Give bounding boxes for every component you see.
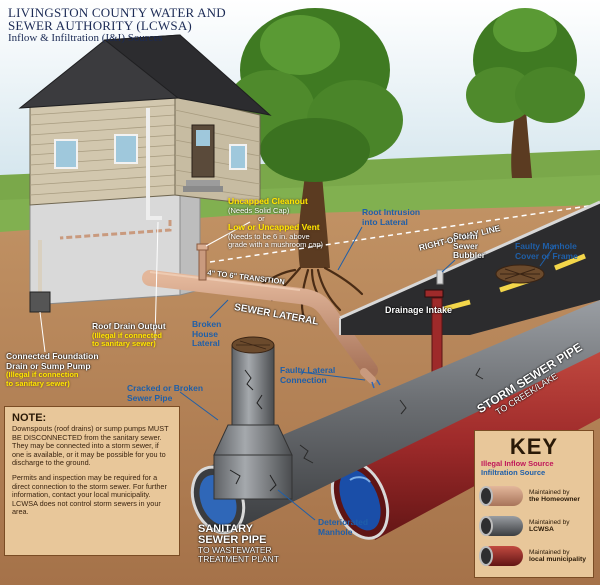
label-root-intrusion: Root Intrusion into Lateral	[362, 207, 421, 227]
key-row-owner: local municipality	[529, 556, 587, 563]
drainage-grate	[424, 289, 444, 298]
label-vent: Low or Uncapped Vent (Needs to be 6 in. …	[228, 222, 324, 249]
label-drainage-intake: Drainage Intake	[385, 305, 453, 315]
title-line-2: SEWER AUTHORITY (LCWSA)	[8, 18, 192, 33]
right-of-way-line	[209, 204, 596, 263]
cleanout-pipe	[198, 247, 207, 281]
label-broken-lateral: Broken House Lateral	[192, 319, 222, 348]
label-sanitary-sewer-pipe: SANITARY SEWER PIPE TO WASTEWATER TREATM…	[198, 523, 279, 564]
road	[340, 202, 600, 335]
label-deteriorated-manhole: Deteriorated Manhole	[318, 517, 369, 537]
note-heading: NOTE:	[12, 412, 47, 424]
key-swatch-homeowner	[479, 486, 523, 506]
title-block: LIVINGSTON COUNTY WATER AND SEWER AUTHOR…	[8, 6, 226, 44]
label-roof-drain: Roof Drain Output (Illegal if connected …	[92, 321, 166, 348]
manhole	[213, 336, 293, 500]
key-swatch-municipality	[479, 546, 523, 566]
key-title: KEY	[509, 434, 559, 459]
label-uncapped-cleanout: Uncapped Cleanout (Needs Solid Cap) or	[228, 196, 308, 223]
key-row-owner: LCWSA	[529, 526, 554, 533]
title-line-3: Inflow & Infiltration (I&I) Sources	[8, 32, 163, 44]
key-infiltration: Infiltration Source	[481, 468, 546, 477]
tree-left	[225, 8, 403, 268]
key-box: KEY Illegal Inflow Source Infiltration S…	[474, 430, 594, 578]
key-row-label: Maintained by	[529, 488, 570, 496]
note-paragraph-2: Permits and inspection may be required f…	[12, 472, 167, 517]
label-storm-bubbler: Storm Sewer Bubbler	[453, 231, 486, 260]
label-foundation-drain: Connected Foundation Drain or Sump Pump …	[6, 351, 99, 388]
key-illegal: Illegal Inflow Source	[481, 459, 554, 468]
title-line-1: LIVINGSTON COUNTY WATER AND	[8, 5, 226, 20]
storm-sewer-pipe	[330, 345, 600, 540]
note-box: NOTE: Downspouts (roof drains) or sump p…	[4, 406, 180, 556]
key-row-owner: the Homeowner	[529, 496, 580, 503]
key-row-label: Maintained by	[529, 548, 570, 556]
note-paragraph-1: Downspouts (roof drains) or sump pumps M…	[12, 424, 169, 468]
key-swatch-lcwsa	[479, 516, 523, 536]
key-row-label: Maintained by	[529, 518, 570, 526]
tree-right	[466, 8, 585, 178]
label-faulty-lateral: Faulty Lateral Connection	[280, 365, 336, 385]
label-faulty-manhole: Faulty Manhole Cover or Frame	[515, 241, 578, 261]
sewer-lateral	[142, 270, 378, 378]
house	[18, 34, 272, 220]
label-cracked-pipe: Cracked or Broken Sewer Pipe	[127, 383, 204, 403]
